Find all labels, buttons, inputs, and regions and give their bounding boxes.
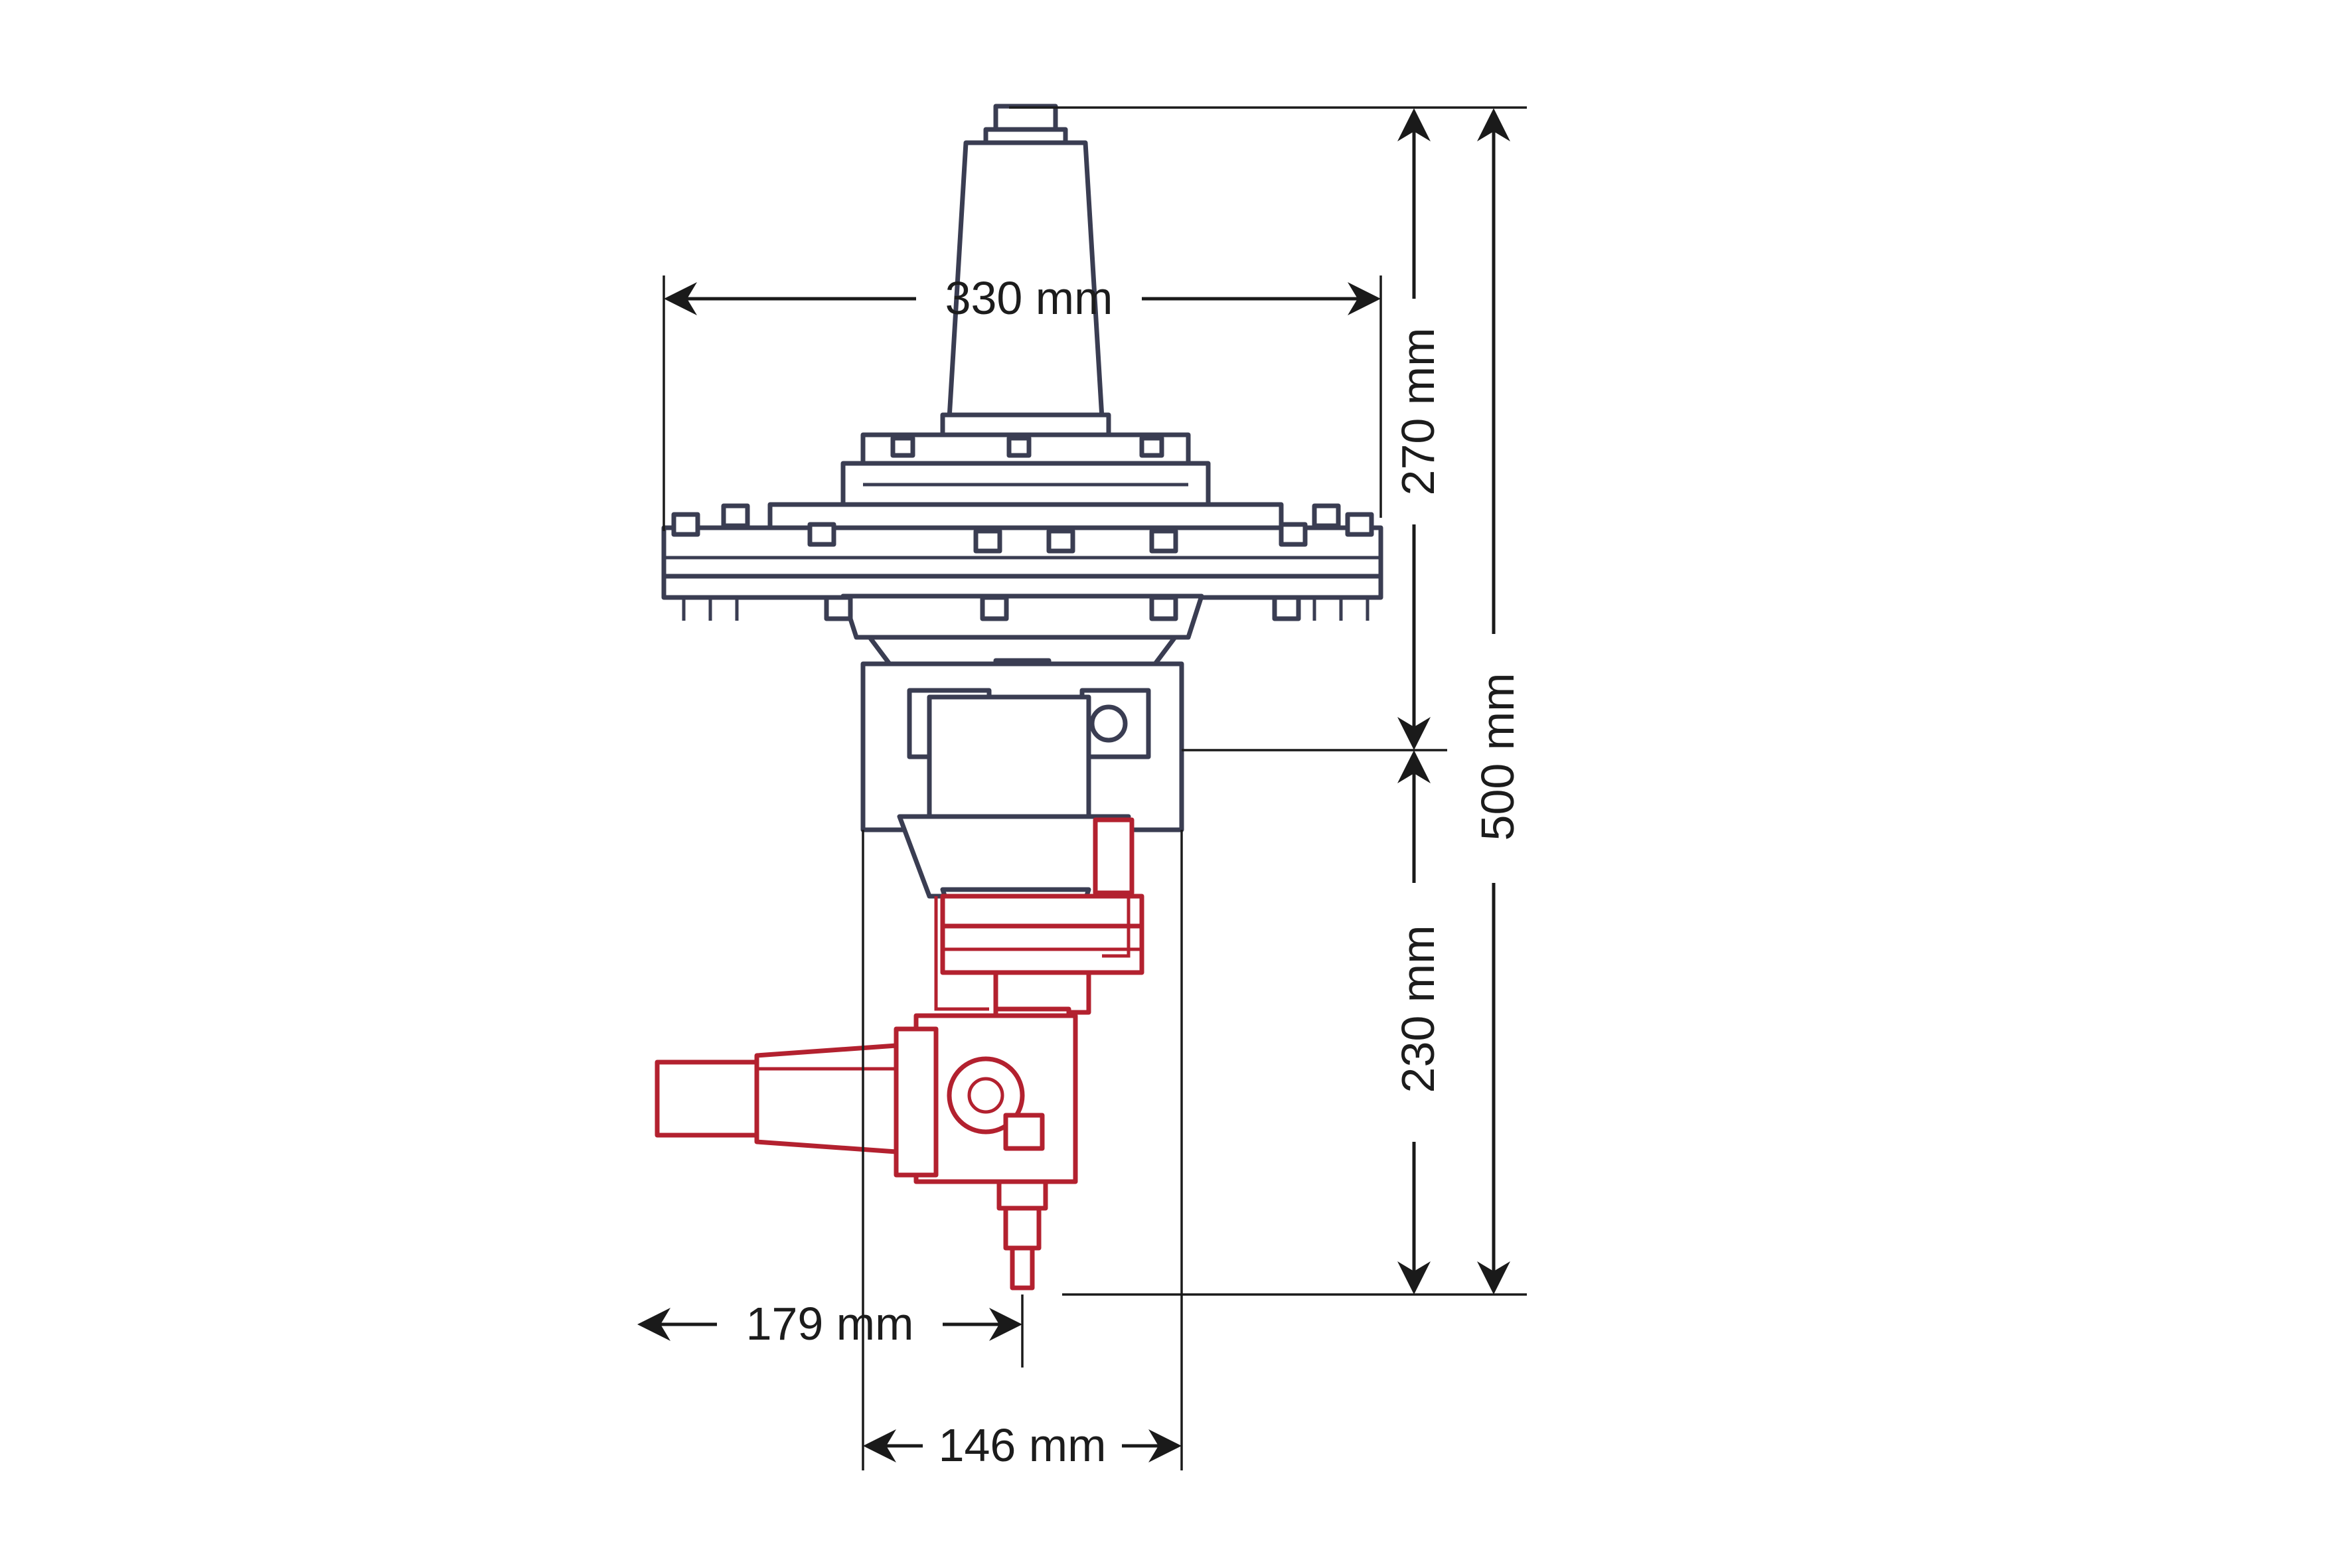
dimension-height-lower: 230 mm <box>1062 750 1527 1296</box>
dimension-height-total: 500 mm <box>1472 108 1524 1294</box>
valve-body <box>860 661 1184 932</box>
dimension-width-top: 330 mm <box>663 272 1382 531</box>
dimension-label-500: 500 mm <box>1472 673 1524 841</box>
dimension-height-upper: 270 mm <box>1009 106 1527 751</box>
lower-housing <box>824 593 1301 690</box>
dimension-label-270: 270 mm <box>1392 328 1444 496</box>
flange-bolts <box>671 435 1374 621</box>
regulator-body <box>661 104 1383 932</box>
diaphragm-flange <box>661 502 1383 600</box>
spring-housing <box>940 104 1111 437</box>
dimension-label-146: 146 mm <box>939 1419 1107 1471</box>
pilot-assembly <box>655 817 1144 1291</box>
dimension-label-179: 179 mm <box>746 1298 914 1350</box>
dimension-width-base: 146 mm <box>862 830 1183 1471</box>
dimension-width-pilot: 179 mm <box>637 1294 1024 1368</box>
dimension-label-330: 330 mm <box>945 272 1113 324</box>
dimension-label-230: 230 mm <box>1392 925 1444 1093</box>
